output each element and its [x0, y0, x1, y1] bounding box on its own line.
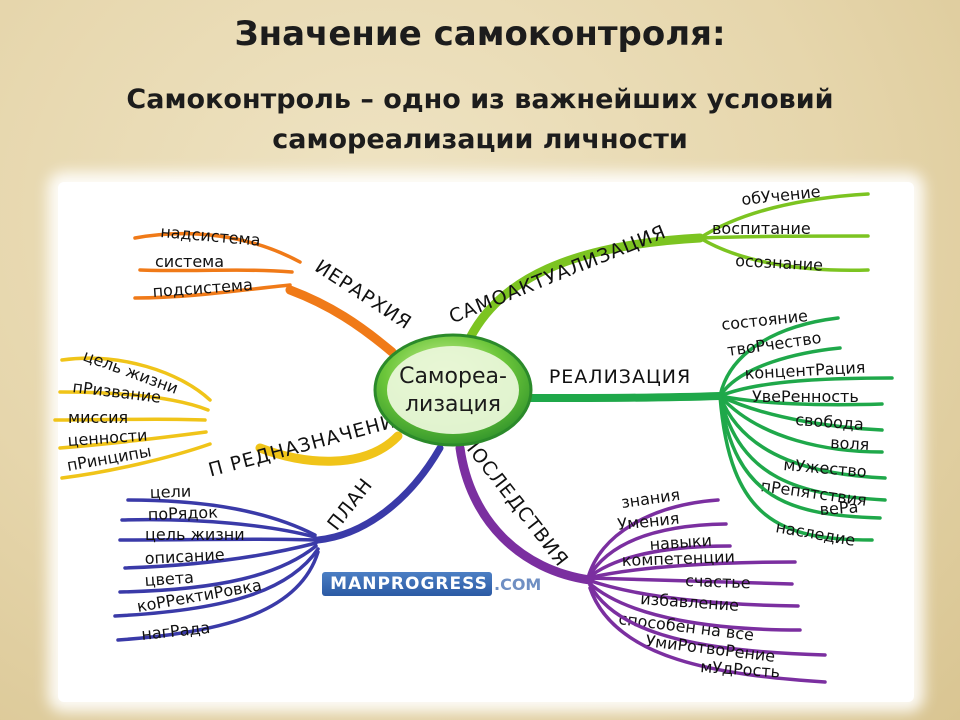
branch-label: САМОАКТУАЛИЗАЦИЯ: [446, 221, 669, 328]
center-label-line-2: лизация: [405, 392, 501, 417]
leaf-label: УвеРенность: [752, 387, 859, 406]
leaf-line: [133, 283, 292, 300]
subtitle-line-2: самореализации личности: [272, 124, 688, 155]
center-label-line-1: Самореа-: [399, 364, 507, 389]
logo-domain: .COM: [494, 575, 542, 594]
leaf-line: [586, 578, 800, 608]
branch-trunk: [314, 444, 444, 544]
leaf-line: [698, 192, 870, 240]
branch-trunk: [526, 392, 724, 402]
leaf-line: [588, 586, 827, 684]
leaf-line: [586, 576, 794, 586]
leaf-label: нагРада: [140, 618, 211, 644]
leaf-line: [718, 394, 884, 454]
leaf-line: [718, 346, 842, 398]
leaf-label: цвета: [144, 568, 195, 590]
leaf-line: [718, 394, 874, 542]
leaf-line: [126, 498, 317, 537]
leaf-line: [698, 236, 870, 272]
branch-label: П РЕДНАЗНАЧЕНИЕ: [206, 407, 411, 482]
leaf-label: цели: [149, 482, 191, 502]
leaf-label: осознание: [735, 251, 824, 275]
leaf-label: надсистема: [160, 222, 262, 250]
leaf-line: [58, 430, 208, 450]
leaf-label: наследие: [774, 517, 857, 550]
leaf-line: [60, 356, 212, 402]
leaf-label: твоРчество: [726, 328, 823, 360]
leaf-line: [133, 231, 302, 264]
leaf-label: состояние: [720, 306, 808, 334]
center-node: Самореа- лизация: [373, 333, 533, 447]
leaf-line: [118, 544, 318, 594]
leaf-label: навыки: [649, 531, 713, 554]
subtitle-line-1: Самоконтроль – одно из важнейших условий: [126, 84, 834, 115]
page-subtitle: Самоконтроль – одно из важнейших условий…: [60, 80, 900, 160]
leaf-label: свобода: [795, 410, 865, 434]
leaf-line: [698, 234, 870, 240]
branch-consequences: знанияУмениянавыкикомпетенциисчастьеизба…: [455, 432, 827, 684]
page-title: Значение самоконтроля:: [234, 14, 726, 54]
leaf-label: подсистема: [152, 275, 253, 301]
branch-label: ИЕРАРХИЯ: [311, 256, 416, 335]
leaf-line: [118, 537, 318, 542]
leaf-line: [586, 560, 797, 580]
leaf-line: [60, 442, 212, 480]
branch-realization: состояниетвоРчествоконцентРацияУвеРеннос…: [526, 306, 894, 550]
branch-trunk: [285, 285, 397, 357]
leaf-line: [586, 544, 732, 580]
leaf-line: [718, 394, 882, 520]
leaf-line: [123, 541, 318, 570]
leaf-line: [116, 550, 320, 642]
leaf-label: цель жизни: [145, 525, 245, 544]
branch-trunk: [455, 443, 595, 585]
leaf-line: [718, 394, 887, 502]
leaf-line: [120, 517, 317, 539]
branch-trunk: [255, 431, 403, 466]
leaf-line: [58, 390, 210, 412]
leaf-line: [586, 580, 802, 632]
leaf-line: [586, 498, 720, 580]
leaf-label: миссия: [68, 408, 128, 427]
leaf-line: [53, 417, 207, 422]
leaf-label: веРа: [819, 497, 859, 519]
leaf-label: мУжество: [783, 455, 868, 481]
leaf-line: [718, 394, 884, 407]
leaf-label: избавление: [640, 589, 740, 615]
leaf-line: [113, 547, 320, 618]
leaf-line: [718, 316, 840, 398]
leaf-label: система: [155, 252, 224, 271]
leaf-label: воспитание: [712, 219, 811, 238]
logo-background: [322, 572, 492, 596]
leaf-line: [718, 394, 887, 480]
leaf-line: [588, 583, 827, 657]
branch-hierarchy: надсистема система подсистема ИЕРАРХИЯ: [133, 222, 416, 357]
leaf-label: счастье: [685, 571, 751, 592]
leaf-label: описание: [144, 545, 225, 568]
logo-name: MANPROGRESS: [330, 574, 488, 594]
leaf-label: поРядок: [147, 503, 218, 524]
leaf-line: [718, 394, 884, 432]
branch-trunk: [465, 233, 705, 343]
branch-purpose: цель жизнипРизваниемиссияценностипРинцип…: [53, 346, 411, 482]
leaf-label: обУчение: [740, 182, 821, 209]
branch-label: РЕАЛИЗАЦИЯ: [549, 366, 691, 388]
leaf-line: [718, 376, 894, 398]
leaf-line: [138, 268, 294, 274]
leaf-line: [586, 522, 728, 580]
leaf-label: компетенции: [621, 547, 735, 570]
leaf-label: воля: [830, 433, 870, 454]
